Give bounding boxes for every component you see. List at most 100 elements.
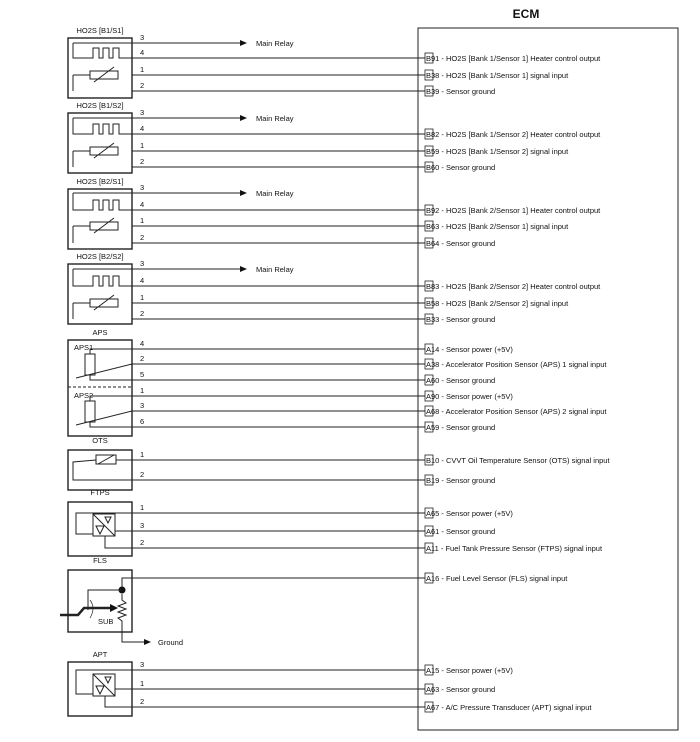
ecm-title: ECM [513,7,540,21]
terminal-box [424,405,434,417]
terminal-code: B19 - Sensor ground [426,476,495,485]
pin-number: 1 [140,450,144,459]
ecm-terminal: B91 - HO2S [Bank 1/Sensor 1] Heater cont… [424,52,601,64]
terminal-code: B59 - HO2S [Bank 1/Sensor 2] signal inpu… [426,147,569,156]
pin-number: 1 [140,141,144,150]
terminal-code: B83 - HO2S [Bank 2/Sensor 2] Heater cont… [426,282,601,291]
heater-icon [72,43,132,59]
terminal-box [424,664,434,676]
wire [89,348,132,381]
float-arm [60,606,112,617]
ecm-terminal: A15 - Sensor power (+5V) [424,664,513,676]
component-label: APT [93,650,108,659]
terminal-box [424,542,434,554]
terminal-code: A67 - A/C Pressure Transducer (APT) sign… [426,703,592,712]
ecm-terminal: B19 - Sensor ground [424,474,495,486]
ecm-terminal: A14 - Sensor power (+5V) [424,343,513,355]
potentiometer-icon [84,353,96,376]
terminal-code: A16 - Fuel Level Sensor (FLS) signal inp… [426,574,568,583]
pin-number: 2 [140,697,144,706]
terminal-box [424,161,434,173]
terminal-box [424,69,434,81]
ecm-terminal: B38 - HO2S [Bank 1/Sensor 1] signal inpu… [424,69,569,81]
component-box [67,112,133,174]
terminal-code: A61 - Sensor ground [426,527,495,536]
terminal-box [424,374,434,386]
component-label: FTPS [90,488,109,497]
terminal-code: A63 - Sensor ground [426,685,495,694]
ecm-terminal: B63 - HO2S [Bank 2/Sensor 1] signal inpu… [424,220,569,232]
terminal-code: B91 - HO2S [Bank 1/Sensor 1] Heater cont… [426,54,601,63]
ecm-terminal: B82 - HO2S [Bank 1/Sensor 2] Heater cont… [424,128,601,140]
wire [75,512,132,535]
pin-number: 2 [140,81,144,90]
ecm-terminal: A38 - Accelerator Position Sensor (APS) … [424,358,607,370]
terminal-code: A38 - Accelerator Position Sensor (APS) … [426,360,607,369]
component-box [67,188,133,250]
ecm-terminal: B58 - HO2S [Bank 2/Sensor 2] signal inpu… [424,297,569,309]
pin-number: 1 [140,65,144,74]
wiper-arrow [75,363,133,379]
pin-number: 1 [140,386,144,395]
terminal-code: B39 - Sensor ground [426,87,495,96]
terminal-box [424,343,434,355]
main-relay-label: Main Relay [256,39,294,48]
pin-number: 6 [140,417,144,426]
sensor-diag [92,513,116,537]
ecm-terminal: A63 - Sensor ground [424,683,495,695]
sensor-diag [92,673,116,697]
pin-number: 2 [140,309,144,318]
terminal-box [424,204,434,216]
variable-arrow [93,66,115,83]
pin-number: 2 [140,470,144,479]
ecm-terminal: A65 - Sensor power (+5V) [424,507,513,519]
pin-number: 4 [140,276,144,285]
ecm-terminal: B39 - Sensor ground [424,85,495,97]
terminal-box [424,128,434,140]
variable-arrow [93,294,115,311]
terminal-box [424,297,434,309]
pin-number: 1 [140,503,144,512]
ecm-terminal: B10 - CVVT Oil Temperature Sensor (OTS) … [424,454,610,466]
terminal-box [424,220,434,232]
terminal-code: A68 - Accelerator Position Sensor (APS) … [426,407,607,416]
wire [104,536,132,549]
terminal-code: A15 - Sensor power (+5V) [426,666,513,675]
pin-number: 3 [140,108,144,117]
terminal-box [424,421,434,433]
component-box [67,569,133,633]
ecm-terminal: B64 - Sensor ground [424,237,495,249]
arrow-icon [240,115,247,121]
terminal-box [424,85,434,97]
sub-label: SUB [98,617,113,626]
terminal-box [424,507,434,519]
rotation-arc-icon [89,599,94,619]
main-relay-label: Main Relay [256,114,294,123]
ecm-terminal: A16 - Fuel Level Sensor (FLS) signal inp… [424,572,568,584]
aps2-label: APS2 [74,391,93,400]
arrow-icon [240,40,247,46]
variable-arrow [93,217,115,234]
terminal-box [424,52,434,64]
wiper-arrow [75,410,133,426]
component-label: HO2S [B1/S1] [76,26,123,35]
terminal-code: A11 - Fuel Tank Pressure Sensor (FTPS) s… [426,544,603,553]
pin-number: 3 [140,183,144,192]
arrow-icon [144,639,151,645]
pin-number: 2 [140,157,144,166]
component-label: APS [92,328,107,337]
heater-icon [72,118,132,135]
terminal-code: B92 - HO2S [Bank 2/Sensor 1] Heater cont… [426,206,601,215]
main-relay-label: Main Relay [256,265,294,274]
terminal-code: B33 - Sensor ground [426,315,495,324]
terminal-code: B58 - HO2S [Bank 2/Sensor 2] signal inpu… [426,299,569,308]
pin-number: 3 [140,521,144,530]
ecm-box [417,27,679,731]
terminal-code: A14 - Sensor power (+5V) [426,345,513,354]
terminal-box [424,572,434,584]
pin-number: 3 [140,401,144,410]
component-label: FLS [93,556,107,565]
terminal-code: B63 - HO2S [Bank 2/Sensor 1] signal inpu… [426,222,569,231]
component-label: HO2S [B1/S2] [76,101,123,110]
pin-number: 1 [140,679,144,688]
